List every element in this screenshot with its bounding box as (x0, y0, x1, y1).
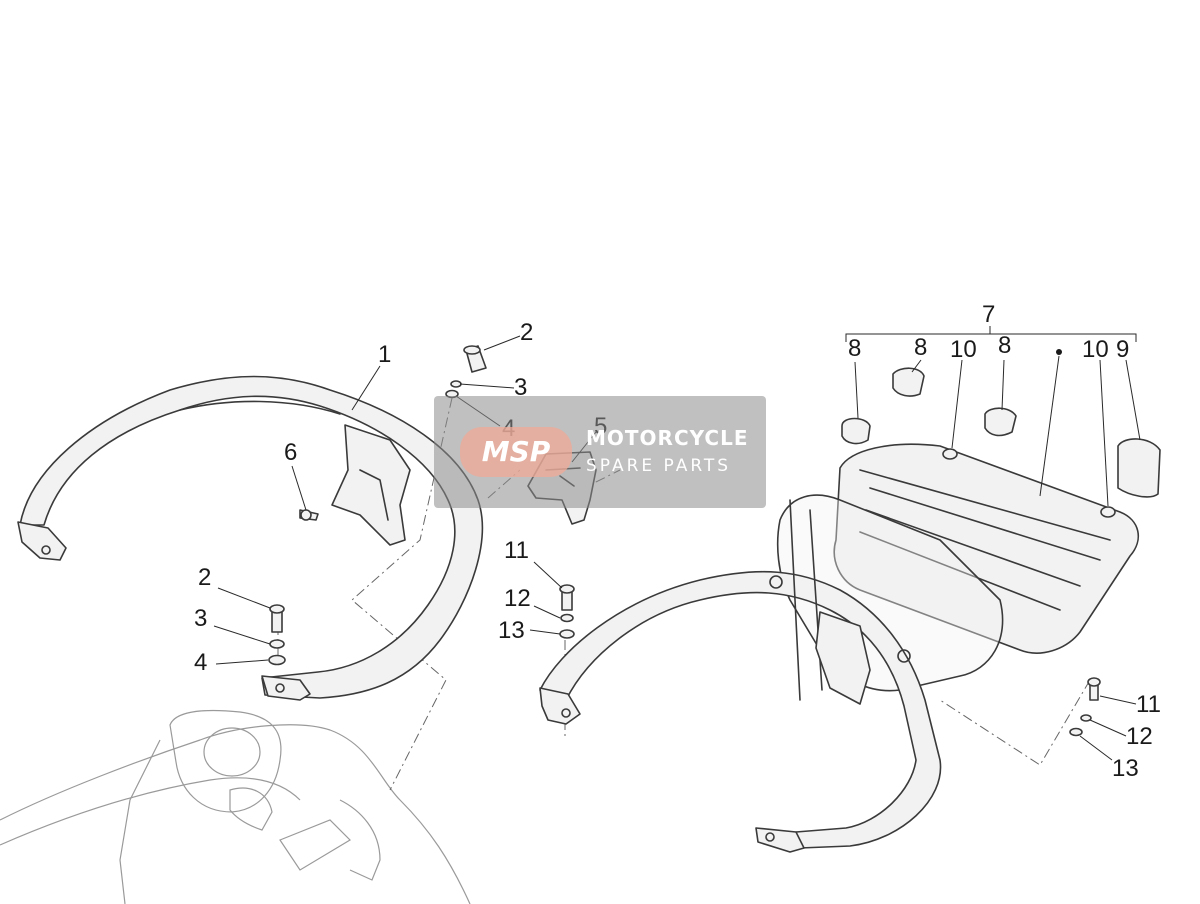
callout-7: 7 (982, 301, 995, 328)
leader-lines (213, 335, 1141, 761)
callout-10-first: 10 (950, 336, 977, 363)
group-bracket-7 (845, 326, 1137, 355)
callout-3-bottom: 3 (194, 605, 207, 632)
callout-4-bottom: 4 (194, 649, 207, 676)
callout-1: 1 (378, 341, 391, 368)
rack-caps (841, 367, 1161, 737)
callout-13-right: 13 (1112, 755, 1139, 782)
watermark-title: MOTORCYCLE (586, 426, 749, 450)
scooter-body-outline (0, 709, 471, 904)
callout-labels: 1 2 3 4 5 6 2 3 4 11 12 13 7 8 8 10 8 10… (194, 301, 1161, 782)
callout-13-left: 13 (498, 617, 525, 644)
callout-10-second: 10 (1082, 336, 1109, 363)
callout-12-right: 12 (1126, 723, 1153, 750)
callout-8-second: 8 (914, 334, 927, 361)
watermark-subtitle: SPARE PARTS (586, 456, 732, 476)
watermark: MSP MOTORCYCLE SPARE PARTS (434, 396, 766, 508)
callout-2-top: 2 (520, 319, 533, 346)
reference-dot (1056, 349, 1062, 355)
callout-3-top: 3 (514, 374, 527, 401)
grab-handle-part-1 (17, 375, 484, 701)
watermark-logo: MSP (460, 427, 572, 477)
callout-2-bottom: 2 (198, 564, 211, 591)
callout-8-first: 8 (848, 335, 861, 362)
callout-8-third: 8 (998, 332, 1011, 359)
callout-12-left: 12 (504, 585, 531, 612)
callout-11-left: 11 (504, 537, 529, 564)
callout-11-right: 11 (1136, 691, 1161, 718)
luggage-rack-part-7 (539, 443, 1140, 853)
callout-9: 9 (1116, 336, 1129, 363)
hardware-left (268, 345, 575, 666)
callout-6: 6 (284, 439, 297, 466)
